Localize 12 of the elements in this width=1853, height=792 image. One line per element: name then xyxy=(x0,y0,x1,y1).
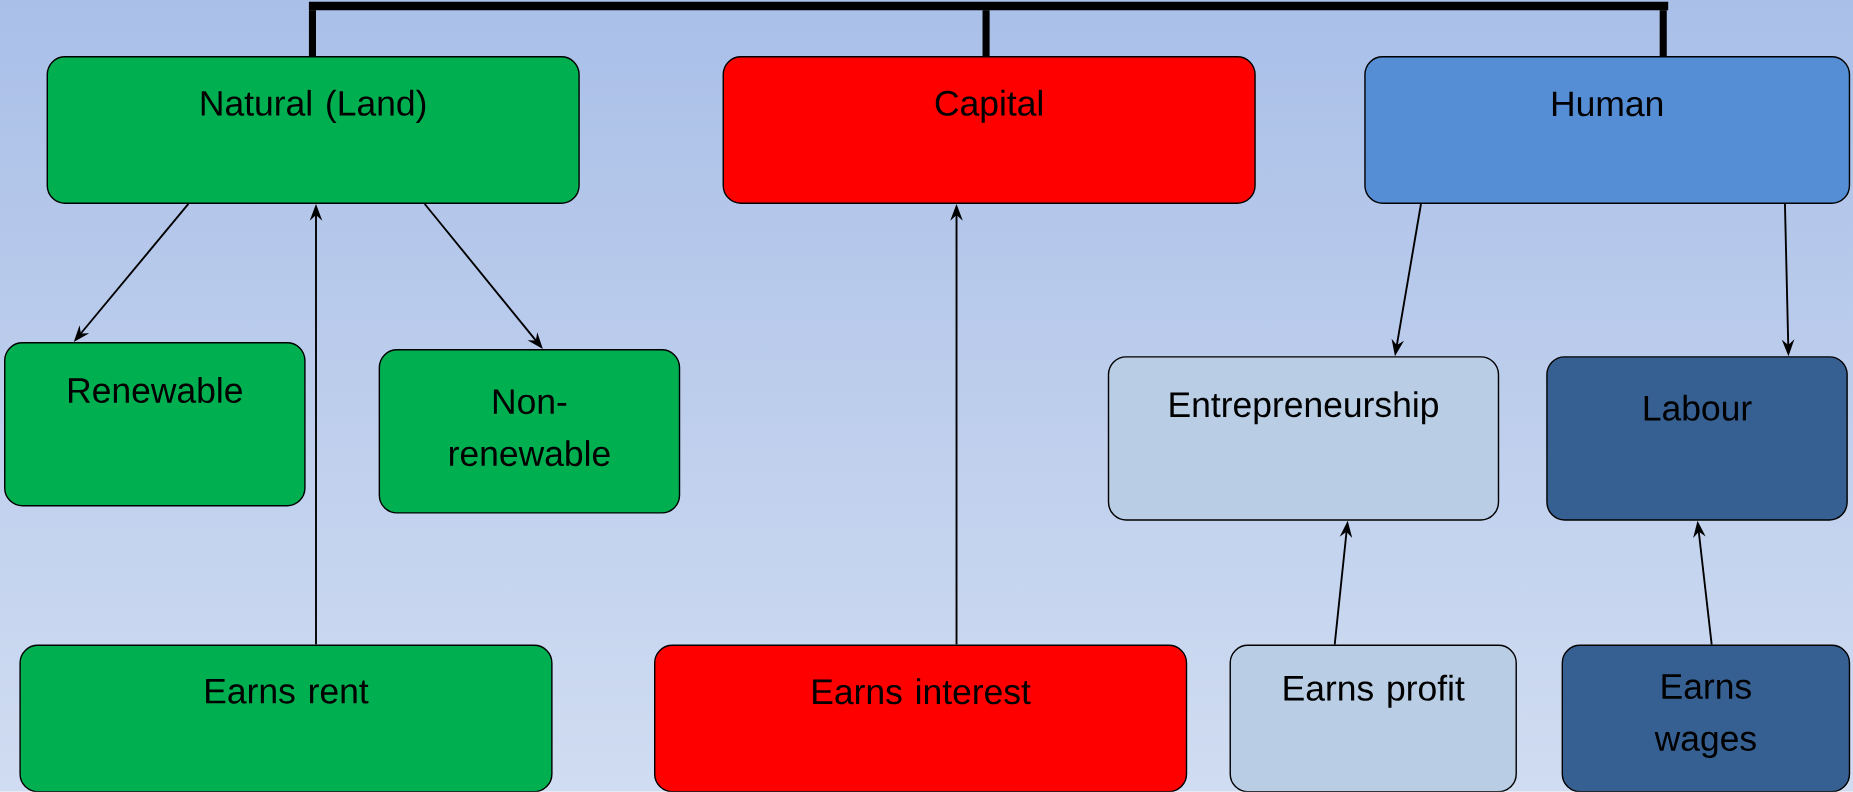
type-box: Non-renewable xyxy=(378,349,681,514)
category-box: Human xyxy=(1364,56,1851,205)
type-box: Entrepreneurship xyxy=(1107,356,1500,521)
income-box: Earns interest xyxy=(654,644,1188,792)
category-box: Natural (Land) xyxy=(46,56,580,205)
type-box: Renewable xyxy=(4,342,306,507)
bar xyxy=(308,1,1669,11)
income-box: Earns wages xyxy=(1561,644,1851,792)
type-box: Labour xyxy=(1546,356,1848,521)
income-box: Earns profit xyxy=(1229,644,1517,792)
category-box: Capital xyxy=(722,56,1256,205)
income-box: Earns rent xyxy=(19,644,553,792)
